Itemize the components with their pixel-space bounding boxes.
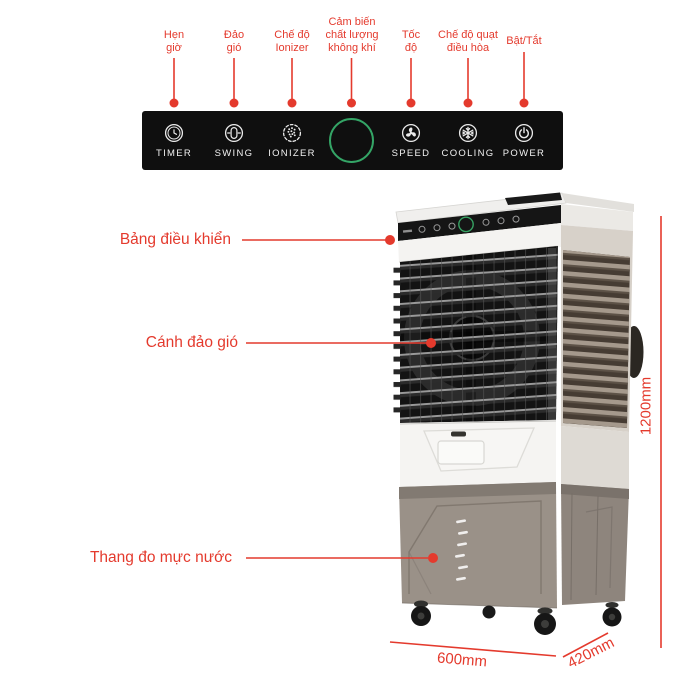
callout-speed: Tốc độ (401, 29, 421, 54)
fan-icon (401, 123, 421, 143)
device-side-panel (561, 204, 633, 605)
air-quality-sensor-ring (329, 118, 374, 163)
ionizer-dots-icon (282, 123, 302, 143)
panel-button-cooling: COOLING (433, 111, 503, 170)
callout-ionizer: Chế độ Ionizer (274, 29, 310, 54)
handle-slot (451, 431, 466, 437)
label-water-level-gauge: Thang đo mực nước (89, 549, 232, 566)
device-front-grille (393, 246, 558, 423)
timer-clock-icon (164, 123, 184, 143)
handle-recess (437, 440, 485, 465)
panel-button-label: IONIZER (268, 148, 316, 159)
device-upper-band (398, 223, 561, 263)
panel-button-label: SPEED (391, 148, 431, 159)
panel-button-label: TIMER (155, 148, 193, 159)
callout-air-quality-sensor: Cảm biến chất lượng không khí (325, 16, 379, 54)
water-level-gauge (455, 519, 468, 581)
callout-swing: Đảo gió (223, 29, 245, 54)
side-louvers (563, 250, 630, 428)
panel-button-timer: TIMER (139, 111, 209, 170)
panel-button-power: POWER (489, 111, 559, 170)
louver-ends (393, 266, 401, 419)
panel-button-ionizer: IONIZER (257, 111, 327, 170)
power-icon (514, 123, 534, 143)
device-sensor-ring (458, 216, 474, 233)
device-top-cap (395, 192, 634, 224)
snowflake-icon (458, 123, 478, 143)
swing-louver-icon (224, 123, 244, 143)
panel-button-label: SWING (214, 148, 254, 159)
panel-button-speed: SPEED (376, 111, 446, 170)
caster-wheels (411, 600, 622, 635)
label-control-panel: Bảng điều khiển (119, 231, 231, 248)
control-panel-strip: TIMER SWING IONIZER (142, 111, 563, 170)
callout-power: Bật/Tắt (506, 35, 542, 47)
device-mid-panel (399, 420, 557, 487)
callout-cooling: Chế độ quạt điều hòa (438, 29, 498, 54)
callout-timer: Hẹn giờ (163, 29, 185, 54)
caster-wheel (482, 605, 496, 619)
device-control-strip (398, 205, 561, 241)
label-swing-louver: Cánh đảo gió (145, 334, 238, 351)
panel-button-label: POWER (502, 148, 546, 159)
brand-logo-mark (402, 229, 413, 233)
panel-button-label: COOLING (441, 148, 495, 159)
caster-wheel (602, 602, 622, 627)
water-tank-base (399, 482, 558, 609)
caster-wheel (411, 600, 431, 626)
caster-wheel (534, 607, 556, 635)
panel-button-swing: SWING (199, 111, 269, 170)
